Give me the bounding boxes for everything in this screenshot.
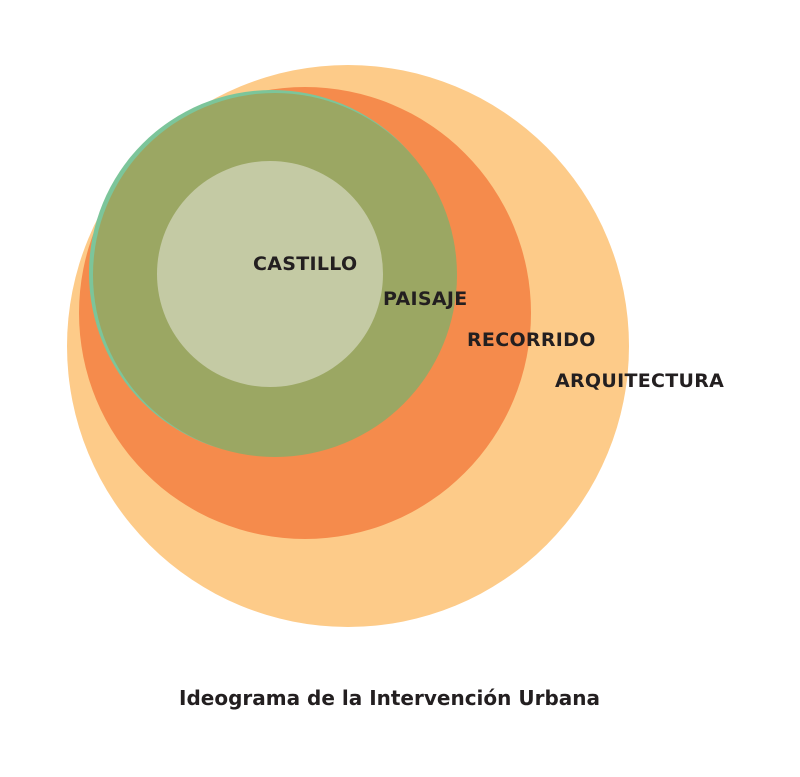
- diagram-title: Ideograma de la Intervención Urbana: [179, 686, 601, 710]
- label-castillo: CASTILLO: [253, 253, 358, 275]
- label-paisaje: PAISAJE: [383, 288, 468, 310]
- circle-castillo: [157, 161, 383, 387]
- label-arquitectura: ARQUITECTURA: [555, 370, 725, 392]
- label-recorrido: RECORRIDO: [467, 329, 596, 351]
